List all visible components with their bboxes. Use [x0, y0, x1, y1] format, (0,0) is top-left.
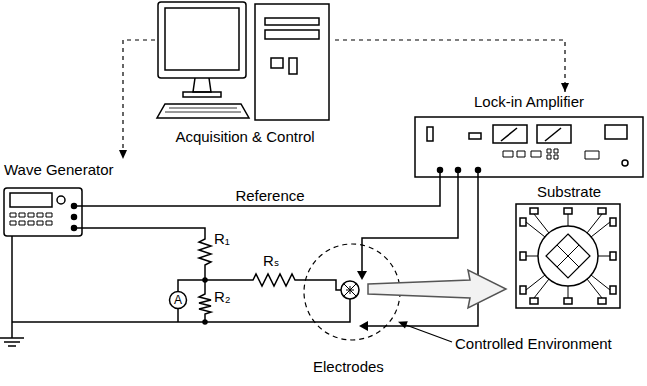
resistor-label: R₂ — [214, 288, 231, 305]
tower-button — [289, 58, 297, 74]
control-link — [119, 40, 155, 159]
arrowhead — [357, 271, 367, 280]
part-label: Controlled Environment — [455, 335, 612, 352]
generator-buttons — [10, 213, 52, 225]
part-label: Electrodes — [313, 358, 384, 375]
monitor-screen — [165, 8, 239, 70]
control-link — [335, 40, 569, 92]
output-wire — [82, 228, 205, 236]
junction-dot — [203, 320, 207, 324]
ground-symbol — [0, 338, 24, 346]
tower-button — [271, 58, 283, 68]
jack-wire — [440, 170, 478, 177]
contact-pad — [520, 252, 526, 260]
arrowhead — [398, 321, 408, 328]
amplifier-switch — [427, 127, 433, 141]
wire-label: Reference — [233, 187, 306, 204]
electrode-pattern — [344, 284, 356, 296]
arrowhead — [561, 83, 569, 92]
meter-needle — [501, 128, 517, 141]
amplifier-jack — [622, 160, 628, 166]
substrate-chip — [516, 204, 620, 308]
amplifier-button — [469, 133, 481, 139]
drive-slot — [265, 18, 319, 25]
generator-housing — [4, 188, 82, 236]
ammeter-circle — [170, 292, 187, 309]
computer: Acquisition & Control — [155, 0, 335, 152]
contact-pad — [610, 286, 616, 294]
leader-line — [406, 325, 452, 342]
meter — [537, 125, 571, 143]
electrode-pattern — [557, 245, 579, 267]
junction-dot — [203, 278, 207, 282]
instrument-label: Acquisition & Control — [175, 128, 314, 145]
monitor-stand — [193, 78, 211, 92]
generator-display — [10, 193, 52, 207]
resistor-label: Rₛ — [263, 252, 279, 269]
meter-letter: A — [174, 293, 182, 307]
chip-trace — [526, 214, 610, 298]
meter — [493, 125, 527, 143]
keyboard — [157, 104, 249, 118]
ammeter: A — [169, 291, 187, 309]
contact-pad — [564, 298, 572, 304]
contact-pad — [598, 298, 606, 304]
contact-pad — [598, 208, 606, 214]
amplifier-housing — [415, 117, 643, 177]
reference-wire-stub — [82, 205, 150, 207]
connector-line — [335, 40, 565, 92]
contact-pad — [564, 208, 572, 214]
meter-needle — [545, 128, 561, 141]
electrode-diamond — [546, 234, 590, 278]
amplifier-buttons — [503, 149, 599, 159]
connector-line — [123, 40, 155, 159]
arrowhead — [119, 150, 127, 159]
monitor-base — [183, 92, 221, 97]
resistor-label: R₁ — [214, 230, 230, 247]
output-jack — [72, 215, 77, 220]
lock-in-amplifier: Lock-in Amplifier — [413, 93, 645, 179]
sensing-area — [538, 226, 598, 286]
signal-wire — [362, 177, 458, 272]
contact-pad — [610, 218, 616, 226]
electrode-symbol — [341, 281, 359, 299]
contact-pad — [610, 252, 616, 260]
wave-generator: Wave Generator — [2, 160, 150, 240]
contact-pad — [520, 218, 526, 226]
monitor — [158, 2, 246, 78]
resistor-symbol — [199, 236, 211, 268]
wire — [205, 279, 250, 281]
keyboard-keys — [165, 108, 241, 112]
connector-line — [150, 177, 440, 206]
arrowhead — [359, 321, 368, 331]
signal-wire — [368, 177, 478, 326]
contact-pad — [530, 208, 538, 214]
jack-wire — [74, 206, 82, 228]
drive-slot — [265, 30, 319, 39]
resistor-symbol — [199, 292, 211, 316]
computer-tower — [255, 4, 329, 120]
instrument-label: Wave Generator — [4, 161, 114, 178]
part-label: Substrate — [537, 183, 601, 200]
instrument-label: Lock-in Amplifier — [474, 93, 584, 110]
generator-knob — [57, 196, 65, 204]
zoom-arrow — [368, 270, 506, 308]
contact-pad — [520, 286, 526, 294]
amplifier-display — [605, 125, 627, 139]
resistor-symbol — [250, 274, 298, 286]
signal-wire — [150, 177, 440, 206]
contact-pad — [530, 298, 538, 304]
